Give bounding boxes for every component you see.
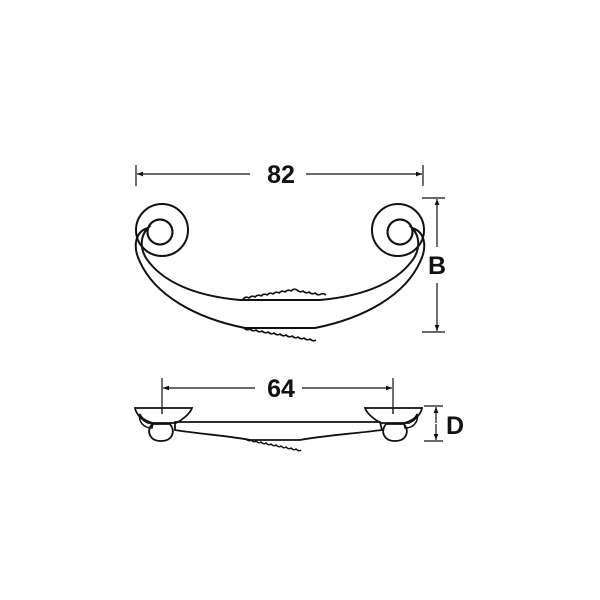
left-boss (148, 423, 174, 442)
width-dimension-label: 82 (267, 161, 295, 189)
right-backplate (363, 407, 424, 424)
center-distance-label: 64 (267, 375, 295, 403)
depth-dimension: D (424, 405, 464, 442)
handle-side (133, 407, 424, 452)
right-rosette-outer (371, 203, 425, 257)
left-rosette-outer (135, 203, 189, 257)
width-dimension: 82 (135, 161, 424, 189)
side-view: 64 D (133, 375, 464, 452)
left-backplate (133, 407, 194, 424)
height-dimension: B (422, 197, 446, 333)
handle-front (134, 203, 426, 342)
depth-dimension-label: D (446, 412, 464, 440)
right-boss (382, 423, 408, 442)
front-view: 82 B (134, 161, 446, 342)
center-distance-dimension: 64 (161, 375, 394, 414)
height-dimension-label: B (428, 252, 446, 280)
